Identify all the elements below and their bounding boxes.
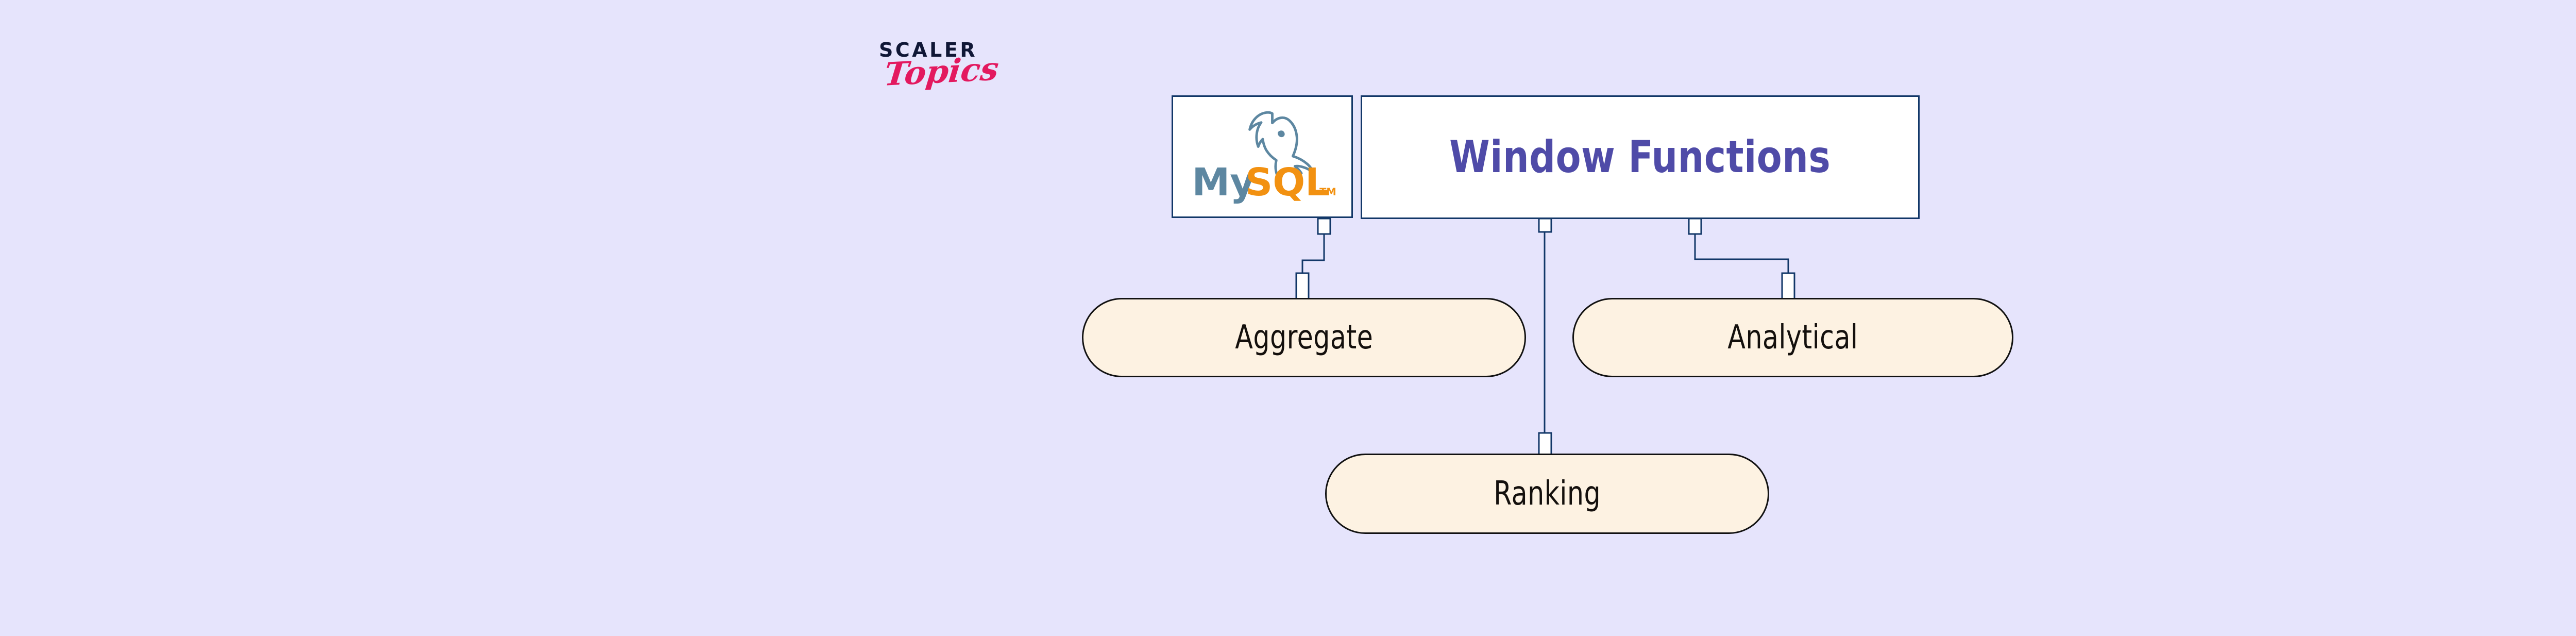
- scaler-topics-logo: SCALER Topics: [876, 40, 1051, 138]
- connector-port-analytical-bottom: [1781, 272, 1795, 300]
- node-analytical-label: Analytical: [1727, 319, 1858, 357]
- svg-text:SQL: SQL: [1245, 160, 1330, 205]
- node-ranking[interactable]: Ranking: [1325, 454, 1769, 534]
- connector-port-analytical-top: [1688, 217, 1702, 235]
- connector-port-aggregate-bottom: [1295, 272, 1310, 300]
- edge-windowfunctions-analytical: [1694, 233, 1789, 284]
- page-title: Window Functions: [1449, 131, 1831, 183]
- edge-windowfunctions-aggregate: [1301, 233, 1325, 284]
- connector-port-ranking-bottom: [1538, 432, 1552, 457]
- mysql-logo-box: My SQL TM: [1172, 95, 1353, 218]
- node-ranking-label: Ranking: [1494, 475, 1601, 513]
- node-analytical[interactable]: Analytical: [1572, 298, 2013, 377]
- mysql-icon: My SQL TM: [1192, 111, 1336, 205]
- node-aggregate[interactable]: Aggregate: [1082, 298, 1526, 377]
- svg-text:TM: TM: [1319, 186, 1336, 198]
- node-aggregate-label: Aggregate: [1235, 319, 1373, 357]
- svg-text:My: My: [1192, 160, 1255, 205]
- connector-port-aggregate-top: [1317, 217, 1331, 235]
- brand-wordmark-scaler: SCALER: [879, 39, 978, 61]
- window-functions-title-box: Window Functions: [1361, 95, 1920, 219]
- brand-wordmark-topics: Topics: [882, 49, 1001, 93]
- connector-port-ranking-top: [1538, 217, 1552, 233]
